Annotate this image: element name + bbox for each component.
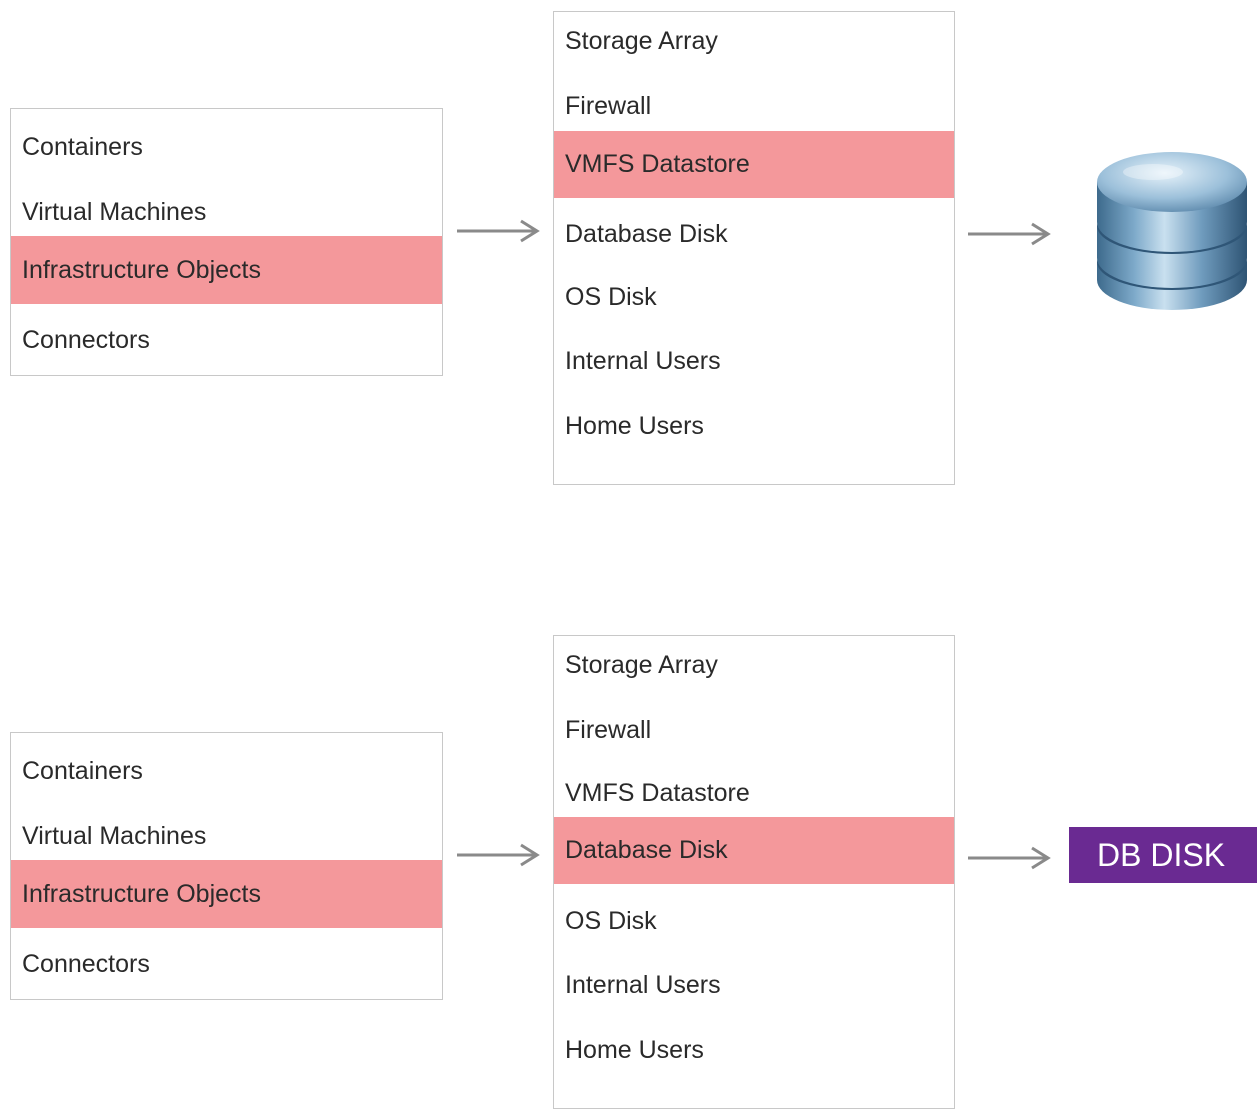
category-item-virtual-machines[interactable]: Virtual Machines [22, 822, 207, 850]
object-item-home-users[interactable]: Home Users [565, 412, 704, 440]
category-item-containers[interactable]: Containers [22, 133, 143, 161]
object-item-internal-users[interactable]: Internal Users [565, 347, 721, 375]
arrow-right-icon [457, 219, 540, 243]
category-item-containers[interactable]: Containers [22, 757, 143, 785]
object-item-home-users[interactable]: Home Users [565, 1036, 704, 1064]
arrow-right-icon [968, 222, 1051, 246]
object-item-database-disk[interactable]: Database Disk [554, 817, 954, 884]
object-item-os-disk[interactable]: OS Disk [565, 907, 657, 935]
database-icon [1097, 152, 1247, 310]
object-item-vmfs-datastore[interactable]: VMFS Datastore [554, 131, 954, 198]
object-item-internal-users[interactable]: Internal Users [565, 971, 721, 999]
category-item-virtual-machines[interactable]: Virtual Machines [22, 198, 207, 226]
object-item-vmfs-datastore[interactable]: VMFS Datastore [565, 779, 750, 807]
db-disk-label: DB DISK [1069, 827, 1257, 883]
category-item-infrastructure-objects[interactable]: Infrastructure Objects [11, 860, 442, 928]
object-item-storage-array[interactable]: Storage Array [565, 651, 718, 679]
object-item-firewall[interactable]: Firewall [565, 716, 652, 744]
category-item-infrastructure-objects[interactable]: Infrastructure Objects [11, 236, 442, 304]
object-list: Storage Array Firewall VMFS Datastore Da… [553, 11, 955, 485]
category-list: Containers Virtual Machines Infrastructu… [10, 732, 443, 1000]
category-list: Containers Virtual Machines Infrastructu… [10, 108, 443, 376]
object-item-storage-array[interactable]: Storage Array [565, 27, 718, 55]
arrow-right-icon [968, 846, 1051, 870]
object-item-database-disk[interactable]: Database Disk [565, 220, 728, 248]
object-list: Storage Array Firewall VMFS Datastore Da… [553, 635, 955, 1109]
object-item-firewall[interactable]: Firewall [565, 92, 652, 120]
arrow-right-icon [457, 843, 540, 867]
category-item-connectors[interactable]: Connectors [22, 950, 150, 978]
object-item-os-disk[interactable]: OS Disk [565, 283, 657, 311]
category-item-connectors[interactable]: Connectors [22, 326, 150, 354]
